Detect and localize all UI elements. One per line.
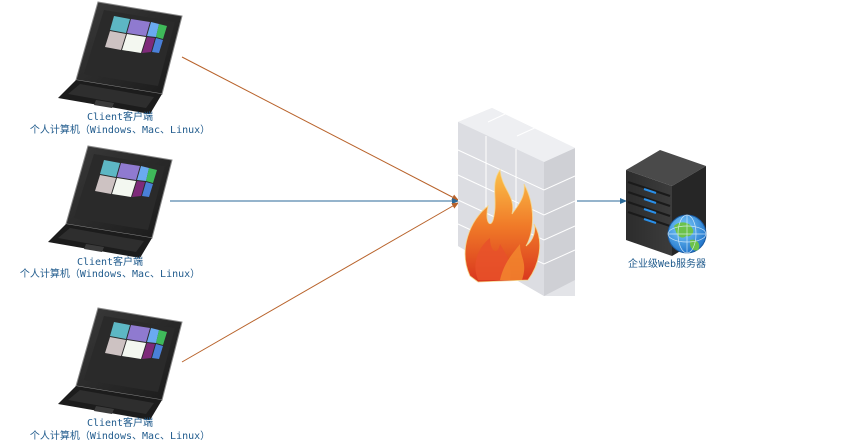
client-3-description: 个人计算机（Windows、Mac、Linux） [29, 431, 211, 442]
server-label: 企业级Web服务器 [627, 259, 707, 270]
client-1-description: 个人计算机（Windows、Mac、Linux） [29, 125, 211, 136]
client-3-name: Client客户端 [86, 418, 154, 429]
laptop-icon[interactable] [58, 1, 183, 114]
client-2-name: Client客户端 [76, 257, 144, 268]
firewall-icon[interactable] [457, 107, 576, 296]
globe-icon [667, 214, 707, 254]
connection-client1-firewall [181, 56, 459, 201]
server-icon[interactable] [626, 150, 707, 256]
client-2-description: 个人计算机（Windows、Mac、Linux） [19, 269, 201, 280]
client-1-name: Client客户端 [86, 112, 154, 123]
flame [464, 168, 541, 283]
connection-client3-firewall [181, 202, 459, 363]
laptop-body [58, 1, 183, 114]
